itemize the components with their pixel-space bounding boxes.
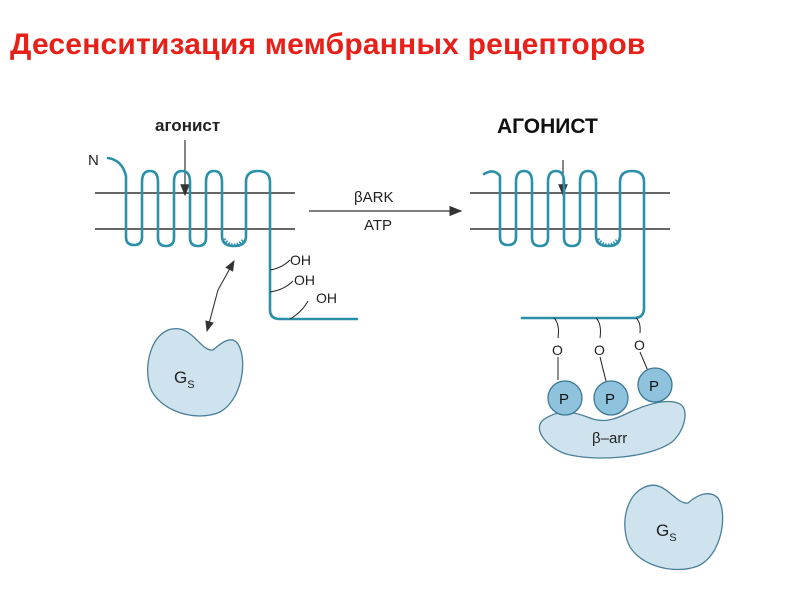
page-title: Десенситизация мембранных рецепторов — [10, 28, 646, 61]
phosphate-label-1: P — [559, 391, 569, 408]
phosphate-label-2: P — [605, 391, 615, 408]
enzyme-label: βARK — [354, 189, 393, 206]
phosphate-groups: P P P — [547, 367, 673, 416]
phosphate-circle — [637, 367, 673, 403]
right-receptor-chain — [482, 169, 646, 320]
right-phospho-links: O O O — [552, 317, 649, 382]
left-membrane — [95, 192, 295, 230]
n-terminus-label: N — [88, 152, 99, 169]
right-gs-protein: GS — [624, 484, 724, 571]
hydroxyl-label-1: OH — [290, 252, 311, 268]
arrestin-label: β–arr — [592, 430, 627, 447]
hydroxyl-label-3: OH — [316, 290, 337, 306]
right-gs-label: GS — [656, 521, 677, 544]
reaction-arrow: βARK ATP — [309, 189, 463, 234]
left-binding-site — [222, 237, 246, 247]
phosphate-label-3: P — [649, 378, 659, 395]
phosphate-circle — [547, 380, 583, 416]
right-binding-site — [596, 237, 620, 247]
oxygen-label-1: O — [552, 342, 563, 358]
cofactor-label: ATP — [364, 217, 392, 234]
oxygen-label-2: O — [594, 342, 605, 358]
right-membrane — [470, 192, 670, 230]
arrestin-protein: β–arr — [538, 400, 686, 459]
oxygen-label-3: O — [634, 337, 645, 353]
left-receptor-chain — [106, 156, 359, 321]
left-gs-label: GS — [174, 368, 195, 391]
hydroxyl-label-2: OH — [294, 272, 315, 288]
right-agonist-label: АГОНИСТ — [497, 115, 598, 138]
left-agonist-label: агонист — [155, 116, 220, 135]
left-hydroxyl-groups: OH OH OH — [269, 252, 337, 320]
phosphate-circle — [593, 380, 629, 416]
left-gs-protein: GS — [147, 328, 244, 417]
left-interaction-arrow — [205, 260, 235, 333]
